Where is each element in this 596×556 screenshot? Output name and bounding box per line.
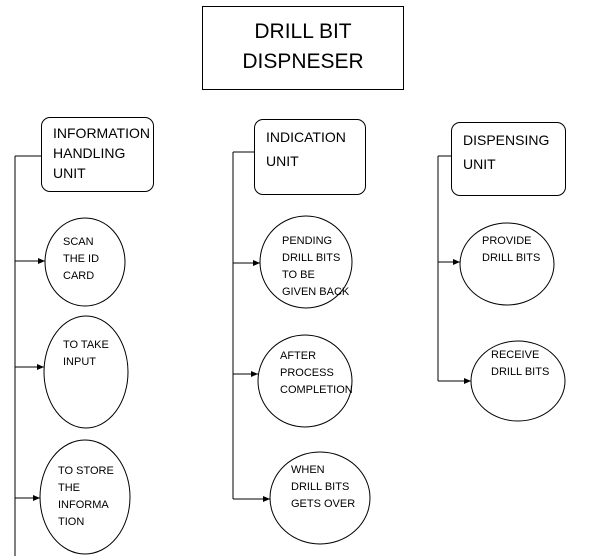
title-line-2: DISPNESER — [242, 50, 364, 73]
node-pending-drill-bits-shape — [259, 215, 353, 309]
node-when-bits-over: WHEN DRILL BITS GETS OVER — [291, 464, 356, 510]
unit-dispensing: DISPENSING UNIT — [451, 122, 566, 196]
dispensing-branch — [437, 155, 471, 384]
node-scan-id-card: SCAN THE ID CARD — [63, 236, 100, 282]
node-take-input-shape — [43, 315, 129, 429]
node-scan-id-card-shape — [44, 217, 126, 307]
node-store-information: TO STORE THE INFORMA TION — [58, 465, 114, 528]
node-take-input: TO TAKE INPUT — [63, 339, 109, 368]
diagram-title-box: DRILL BIT DISPNESER — [202, 6, 404, 90]
title-line-1: DRILL BIT — [254, 20, 352, 43]
indication-branch — [232, 151, 270, 502]
unit-indication: INDICATION UNIT — [254, 119, 366, 195]
node-store-information-shape — [39, 439, 131, 555]
node-after-process-shape — [257, 334, 353, 428]
node-receive-drill-bits: RECEIVE DRILL BITS — [491, 349, 550, 378]
node-provide-drill-bits: PROVIDE DRILL BITS — [482, 235, 541, 264]
node-pending-drill-bits: PENDING DRILL BITS TO BE GIVEN BACK — [282, 235, 350, 298]
unit-label: INDICATION UNIT — [266, 129, 346, 169]
unit-label: INFORMATION HANDLING UNIT — [53, 125, 150, 181]
node-receive-drill-bits-shape — [470, 340, 566, 422]
node-provide-drill-bits-shape — [459, 222, 555, 306]
node-when-bits-over-shape — [269, 451, 371, 545]
unit-information-handling: INFORMATION HANDLING UNIT — [41, 117, 154, 192]
unit-label: DISPENSING UNIT — [463, 132, 550, 172]
information-handling-branch — [14, 155, 45, 556]
node-after-process: AFTER PROCESS COMPLETION — [280, 350, 353, 396]
